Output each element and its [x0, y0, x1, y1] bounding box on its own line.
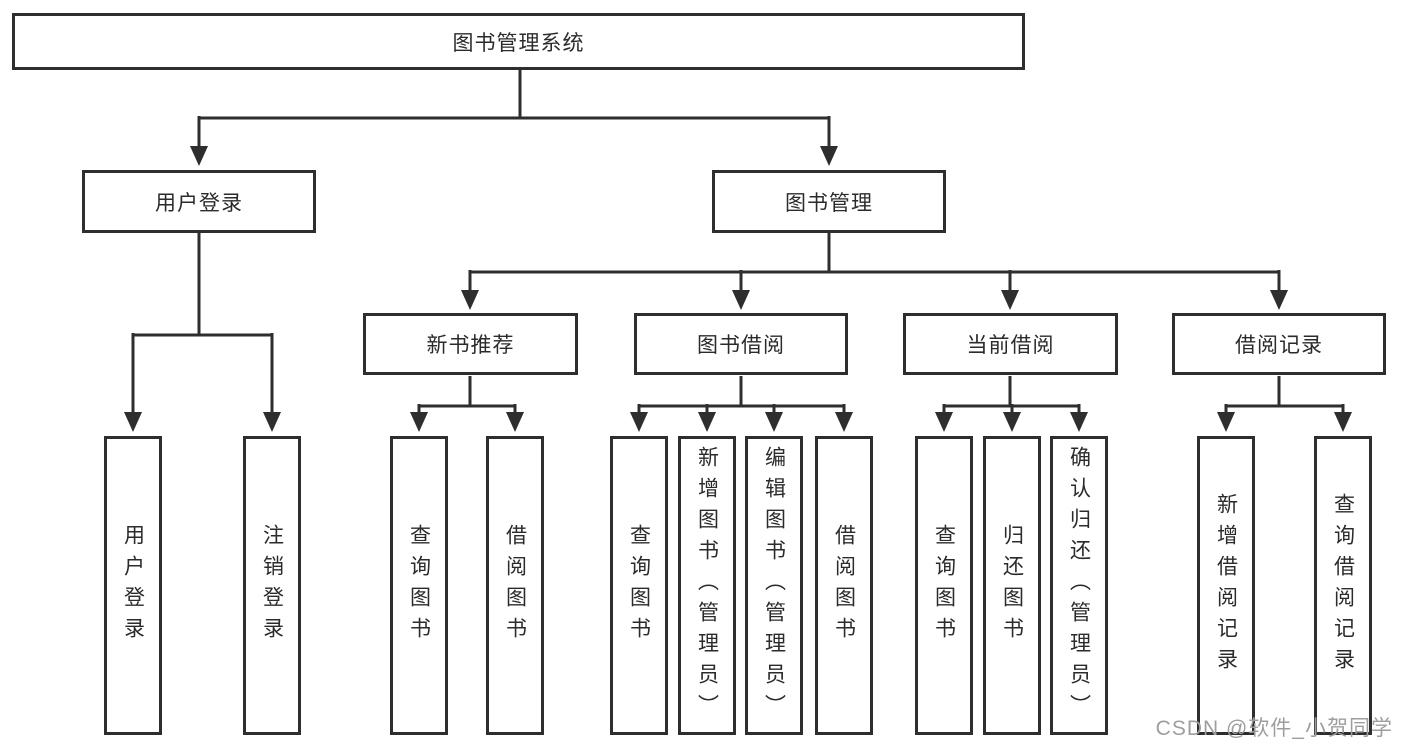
node-leaf-book-borrow-borrow: 借阅图书	[815, 436, 873, 735]
connector-book-mgmt-to-level3	[461, 233, 1288, 310]
node-borrow-record: 借阅记录	[1172, 313, 1386, 375]
node-book-borrow: 图书借阅	[634, 313, 848, 375]
node-label: 用户登录	[155, 191, 243, 215]
node-leaf-book-borrow-query: 查询图书	[610, 436, 668, 735]
node-leaf-new-book-borrow: 借阅图书	[486, 436, 544, 735]
node-label: 图书管理	[785, 191, 873, 215]
node-label: 确认归还（管理员）	[1067, 446, 1091, 725]
node-new-book: 新书推荐	[363, 313, 578, 375]
node-label: 借阅图书	[832, 523, 856, 648]
node-label: 查询图书	[932, 523, 956, 648]
node-label: 新增借阅记录	[1214, 492, 1238, 679]
node-label: 查询图书	[407, 523, 431, 648]
node-leaf-borrow-record-add: 新增借阅记录	[1197, 436, 1255, 735]
connector-book-borrow-to-leaves	[630, 376, 853, 432]
node-root-system: 图书管理系统	[12, 13, 1025, 70]
node-label: 查询借阅记录	[1331, 492, 1355, 679]
node-leaf-logout: 注销登录	[243, 436, 301, 735]
node-label: 归还图书	[1000, 523, 1024, 648]
node-leaf-current-borrow-return: 归还图书	[983, 436, 1041, 735]
node-label: 当前借阅	[966, 334, 1055, 357]
node-leaf-current-borrow-query: 查询图书	[915, 436, 973, 735]
csdn-watermark: CSDN @软件_小贺同学	[1155, 717, 1393, 740]
node-book-mgmt: 图书管理	[712, 170, 946, 233]
node-leaf-borrow-record-query: 查询借阅记录	[1314, 436, 1372, 735]
node-leaf-book-borrow-edit: 编辑图书（管理员）	[745, 436, 803, 735]
node-label: 图书管理系统	[452, 31, 585, 55]
node-label: 新增图书（管理员）	[695, 446, 719, 725]
connector-borrow-record-to-leaves	[1217, 376, 1352, 432]
node-label: 图书借阅	[697, 334, 785, 357]
node-label: 新书推荐	[426, 334, 515, 357]
connector-user-login-to-leaves	[124, 233, 281, 432]
connector-current-borrow-to-leaves	[935, 376, 1088, 432]
node-label: 借阅图书	[503, 523, 527, 648]
node-leaf-user-login: 用户登录	[104, 436, 162, 735]
node-label: 编辑图书（管理员）	[762, 446, 786, 725]
connector-root-to-level2	[190, 70, 838, 166]
node-leaf-new-book-query: 查询图书	[390, 436, 448, 735]
node-user-login: 用户登录	[82, 170, 316, 233]
node-label: 用户登录	[121, 523, 145, 648]
node-leaf-current-borrow-confirm: 确认归还（管理员）	[1050, 436, 1108, 735]
connector-new-book-to-leaves	[410, 376, 524, 432]
node-leaf-book-borrow-add: 新增图书（管理员）	[678, 436, 736, 735]
node-label: 查询图书	[627, 523, 651, 648]
node-current-borrow: 当前借阅	[903, 313, 1118, 375]
node-label: 借阅记录	[1235, 334, 1323, 357]
node-label: 注销登录	[260, 523, 284, 648]
